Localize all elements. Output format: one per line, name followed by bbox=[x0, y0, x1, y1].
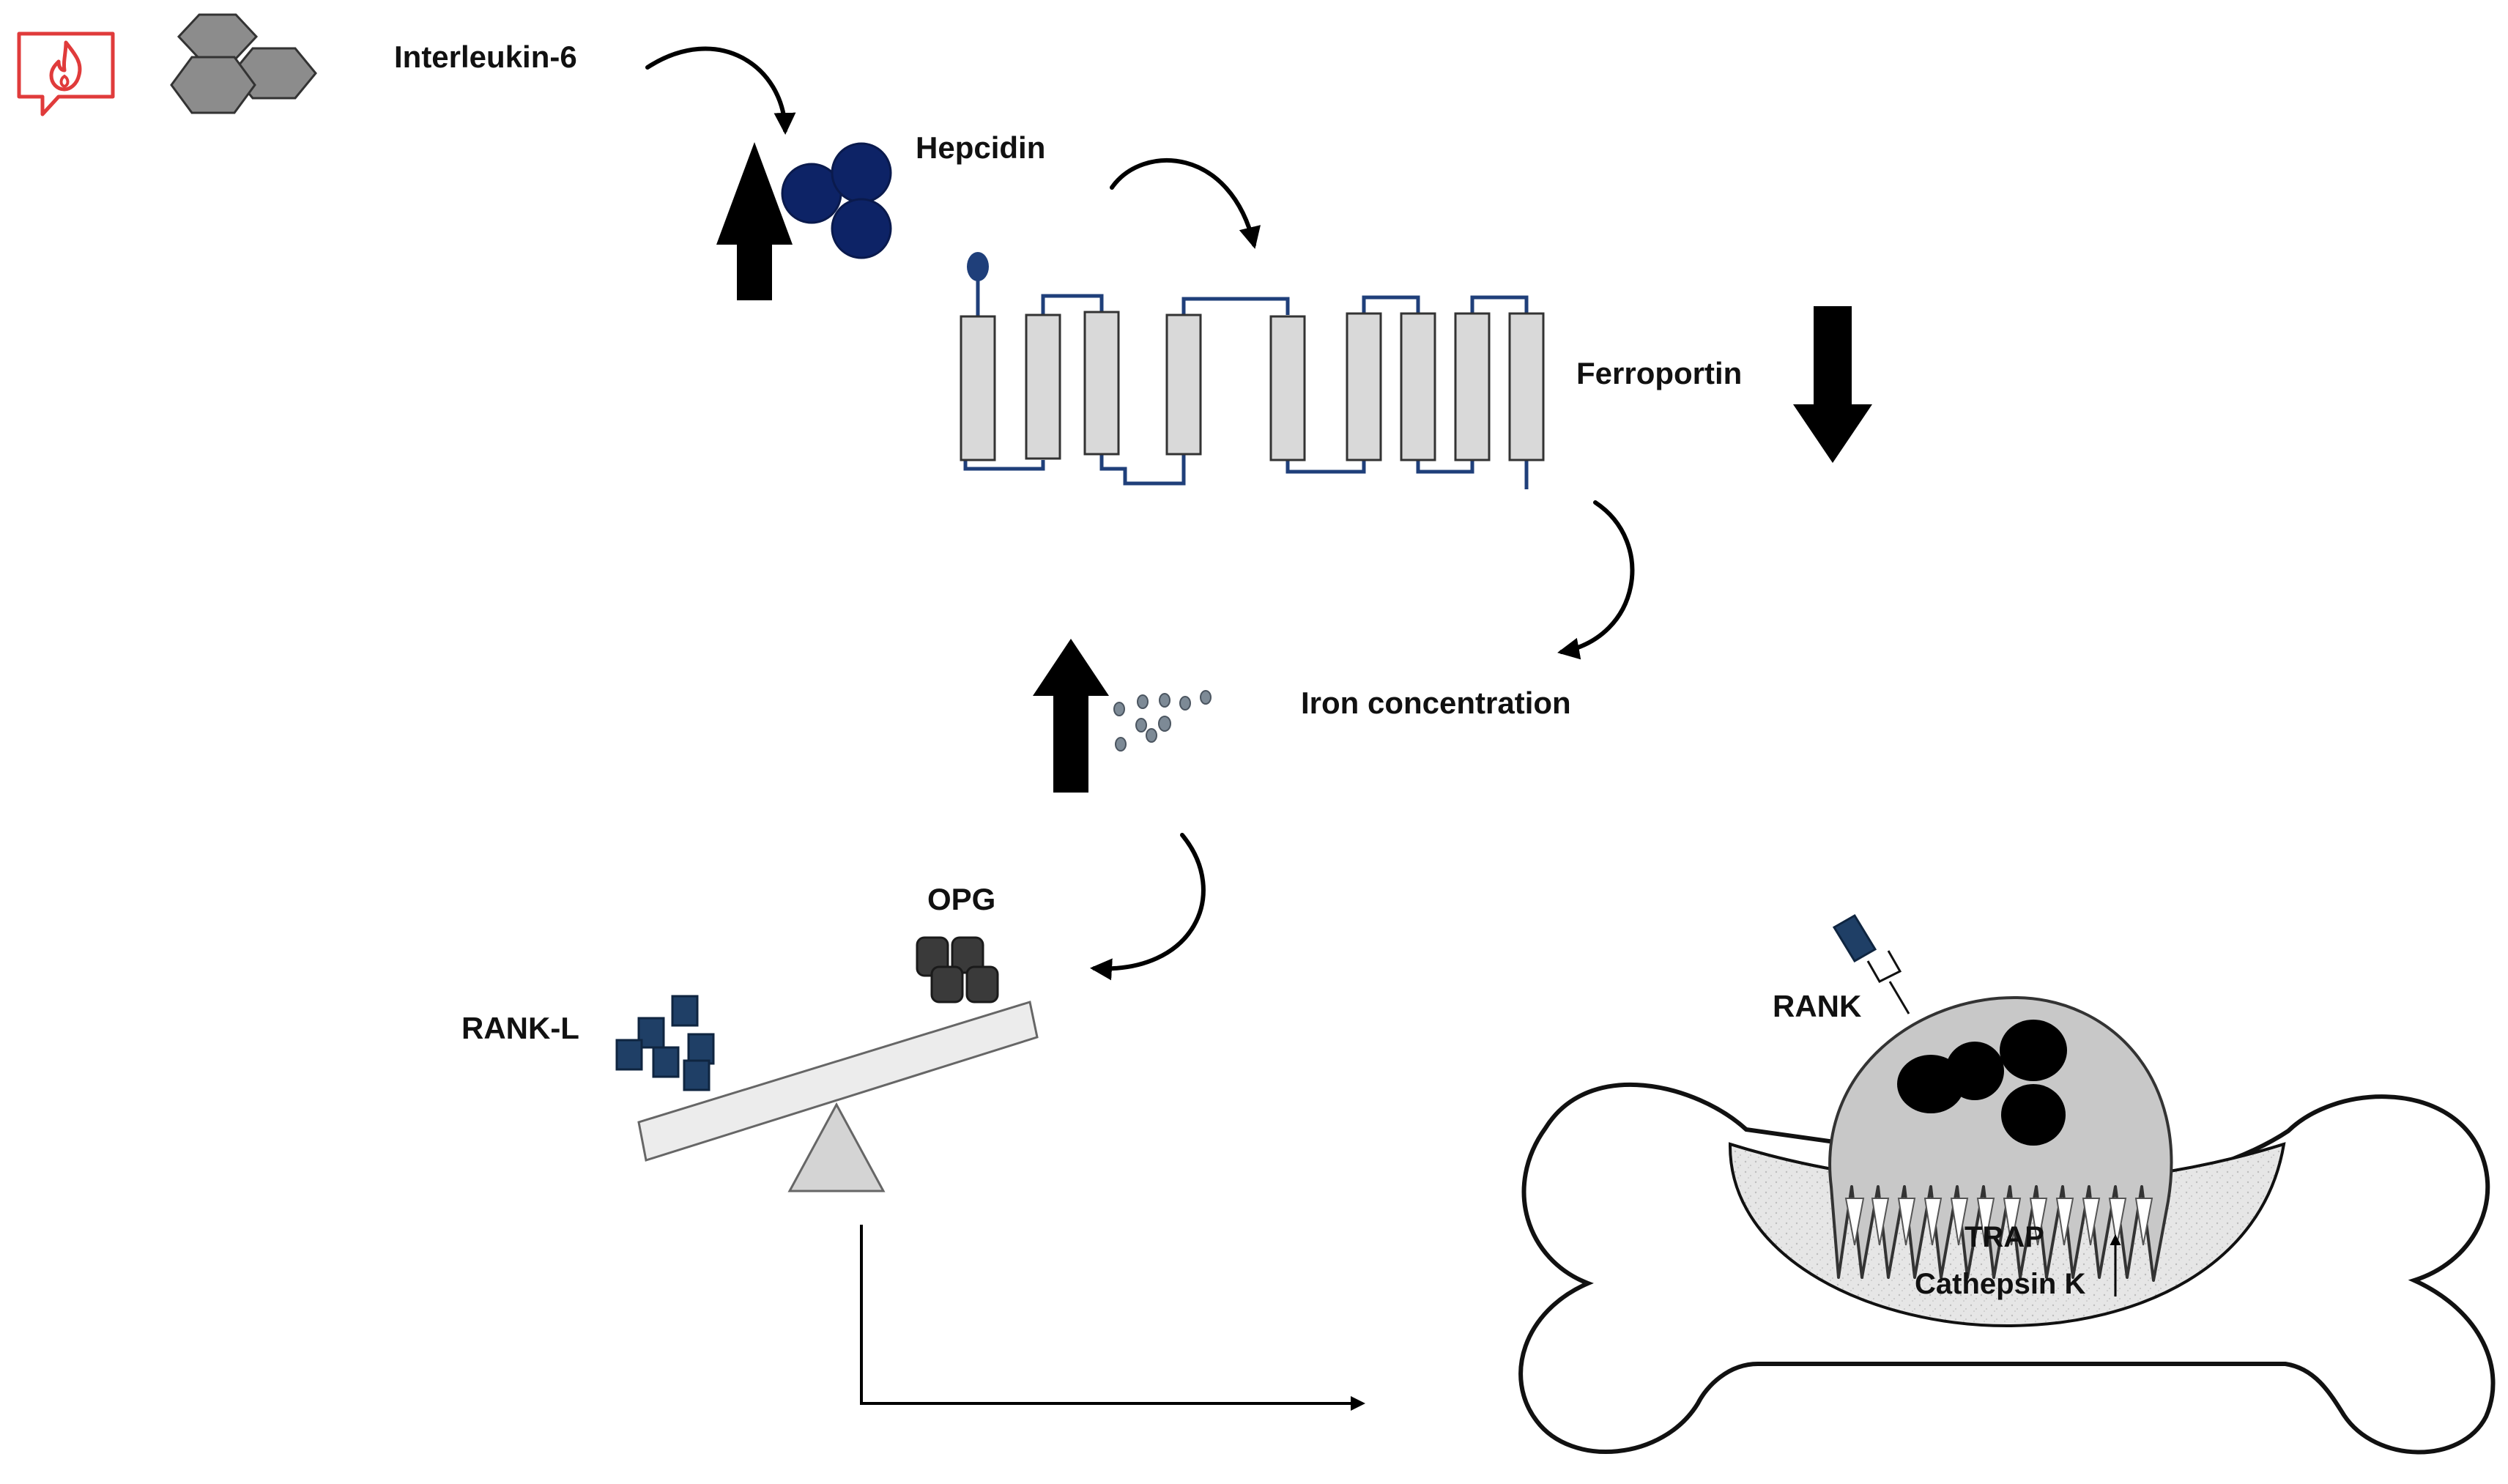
ruffled-border-fold bbox=[2082, 1198, 2101, 1246]
curved-arrow-il6-hepcidin bbox=[645, 46, 796, 135]
iron-dot bbox=[1146, 728, 1157, 743]
ferroportin-segment bbox=[1454, 312, 1491, 461]
seesaw-beam bbox=[637, 1001, 1039, 1162]
ruffled-border-fold bbox=[2134, 1198, 2153, 1246]
ferroportin-segment bbox=[1269, 315, 1306, 461]
interleukin-hexagon bbox=[177, 13, 259, 60]
curved-arrow-iron-balance bbox=[1090, 833, 1206, 981]
osteoclast-nucleus bbox=[1945, 1042, 2004, 1100]
seesaw-fulcrum bbox=[787, 1102, 886, 1192]
ferroportin-head bbox=[967, 252, 989, 281]
rank-receptor-head bbox=[1832, 913, 1877, 963]
ferroportin-protein bbox=[960, 252, 1545, 489]
iron-particles bbox=[1113, 690, 1212, 752]
rankl-molecule bbox=[652, 1046, 680, 1078]
interleukin-hexagon-cluster bbox=[170, 13, 317, 114]
ruffled-border-fold bbox=[1976, 1198, 1995, 1246]
rank-label: RANK bbox=[1773, 989, 1861, 1023]
hepcidin-molecule bbox=[831, 198, 892, 259]
iron-dot bbox=[1179, 696, 1191, 711]
iron-dot bbox=[1200, 690, 1212, 705]
ferroportin-segment bbox=[1083, 311, 1120, 456]
rankl-molecule bbox=[671, 995, 699, 1027]
opg-molecule bbox=[930, 965, 964, 1003]
ferroportin-segment bbox=[1346, 312, 1382, 461]
down-arrow-icon bbox=[1793, 306, 1872, 463]
iron-dot bbox=[1135, 718, 1147, 732]
interleukin-label: Interleukin-6 bbox=[394, 40, 577, 74]
elbow-arrow-balance-bone bbox=[860, 1225, 1365, 1411]
iron-dot bbox=[1158, 716, 1171, 732]
rankl-molecule bbox=[615, 1039, 643, 1071]
ruffled-border-fold bbox=[1844, 1198, 1865, 1246]
osteoclast-cell bbox=[1828, 995, 2173, 1282]
iron-dot bbox=[1113, 702, 1125, 716]
rankl-molecule bbox=[683, 1059, 711, 1091]
trap-label: TRAP bbox=[1965, 1221, 2044, 1253]
ruffled-border-fold bbox=[2029, 1198, 2048, 1246]
curved-arrow-ferroportin-iron bbox=[1557, 500, 1635, 660]
iron-dot bbox=[1115, 737, 1127, 752]
rank-receptor bbox=[1832, 913, 1910, 1014]
interleukin-hexagon bbox=[170, 56, 256, 114]
flame-speech-bubble-icon bbox=[17, 31, 115, 116]
curved-arrow-hepcidin-ferroportin bbox=[1110, 158, 1261, 249]
opg-molecule bbox=[965, 965, 999, 1003]
rankl-cluster bbox=[615, 995, 715, 1091]
rankl-label: RANK-L bbox=[461, 1011, 579, 1045]
hepcidin-label: Hepcidin bbox=[916, 130, 1045, 165]
ruffled-border-fold bbox=[1950, 1198, 1969, 1246]
ferroportin-segment bbox=[1025, 314, 1061, 460]
iron-dot bbox=[1159, 693, 1170, 708]
seesaw-balance bbox=[637, 1001, 1039, 1192]
ruffled-border-fold bbox=[2003, 1198, 2022, 1246]
opg-cluster bbox=[916, 936, 999, 1003]
ruffled-border-fold bbox=[2055, 1198, 2074, 1246]
ferroportin-segment bbox=[1165, 314, 1202, 456]
iron-concentration-label: Iron concentration bbox=[1301, 686, 1571, 720]
opg-label: OPG bbox=[927, 882, 995, 916]
osteoclast-nucleus bbox=[2001, 1084, 2066, 1146]
ferroportin-label: Ferroportin bbox=[1576, 356, 1742, 390]
ruffled-border-fold bbox=[1923, 1198, 1943, 1246]
rankl-molecule bbox=[637, 1017, 665, 1049]
osteoclast-nucleus bbox=[2000, 1020, 2067, 1081]
rankl-molecule bbox=[687, 1033, 715, 1065]
ruffled-border-fold bbox=[1871, 1198, 1890, 1246]
hepcidin-molecule bbox=[831, 142, 892, 204]
cathepsin-k-label: Cathepsin K bbox=[1915, 1268, 2085, 1300]
up-arrow-icon bbox=[1033, 639, 1109, 793]
ferroportin-segment bbox=[960, 315, 996, 461]
ferroportin-segment bbox=[1400, 312, 1436, 461]
up-arrow-icon bbox=[716, 142, 793, 300]
ferroportin-segment bbox=[1508, 312, 1545, 461]
hepcidin-cluster bbox=[781, 142, 892, 259]
ruffled-border-fold bbox=[2108, 1198, 2127, 1246]
iron-dot bbox=[1137, 694, 1149, 709]
ruffled-border-fold bbox=[1897, 1198, 1916, 1246]
